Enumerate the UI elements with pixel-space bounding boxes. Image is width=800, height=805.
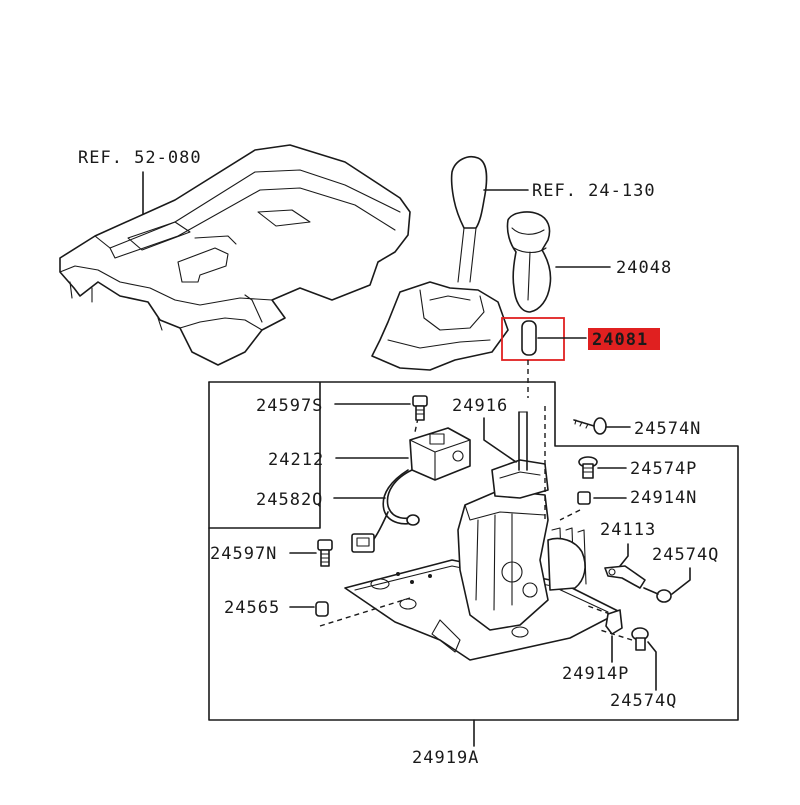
center-console-drawing — [59, 144, 411, 366]
bolt-right-1-label: 24574P — [630, 459, 697, 479]
bush-24565-drawing — [315, 601, 329, 617]
assembly-part-label: 24919A — [412, 748, 479, 768]
shifter-ref-label: REF. 24-130 — [532, 181, 656, 201]
bush-part-label: 24565 — [224, 598, 280, 618]
highlight-label-bg — [588, 328, 660, 350]
screw-right-low-leader — [647, 641, 657, 691]
switch-24212-drawing — [409, 427, 471, 481]
nut-right-1-label: 24914N — [630, 488, 697, 508]
switch-part-label: 24212 — [268, 450, 324, 470]
assembly-frame — [208, 381, 739, 721]
harness-24582q-drawing — [351, 469, 420, 553]
guide-line-4 — [559, 509, 581, 521]
bolt-24597n-drawing — [317, 539, 333, 567]
highlight-box — [501, 317, 565, 361]
harness-part-label: 24582Q — [256, 490, 323, 510]
bracket-part-label: 24113 — [600, 520, 656, 540]
nut-24914p-drawing — [605, 609, 623, 635]
bracket-24113-drawing — [604, 565, 646, 589]
knob-part-label: 24048 — [616, 258, 672, 278]
gear-shifter-drawing — [371, 156, 509, 371]
screw-24574n-drawing — [573, 417, 607, 435]
rod-leader — [483, 417, 517, 463]
screw-top-right-label: 24574N — [634, 419, 701, 439]
nut-right-2-label: 24914P — [562, 664, 629, 684]
screw-right-low-label: 24574Q — [610, 691, 677, 711]
rod-part-label: 24916 — [452, 396, 508, 416]
screw-24574q-mid-drawing — [643, 587, 672, 603]
guide-line-5 — [587, 605, 611, 615]
bolt-24597s-drawing — [412, 395, 428, 421]
console-ref-label: REF. 52-080 — [78, 148, 202, 168]
bolt-left-mid-label: 24597N — [210, 544, 277, 564]
screw-right-mid-label: 24574Q — [652, 545, 719, 565]
shift-lever-base-drawing — [344, 411, 621, 661]
bracket-leader — [619, 543, 629, 567]
guide-line-2 — [319, 597, 411, 627]
shift-knob-drawing — [506, 211, 552, 313]
nut-24914n-drawing — [577, 491, 591, 505]
pin-part-drawing — [521, 320, 537, 356]
pin-part-label: 24081 — [592, 330, 648, 350]
bolt-24574p-drawing — [578, 456, 598, 479]
screw-right-mid-leader — [671, 567, 691, 595]
guide-line-6 — [599, 629, 633, 641]
bolt-top-left-label: 24597S — [256, 396, 323, 416]
screw-24574q-low-drawing — [631, 627, 649, 651]
